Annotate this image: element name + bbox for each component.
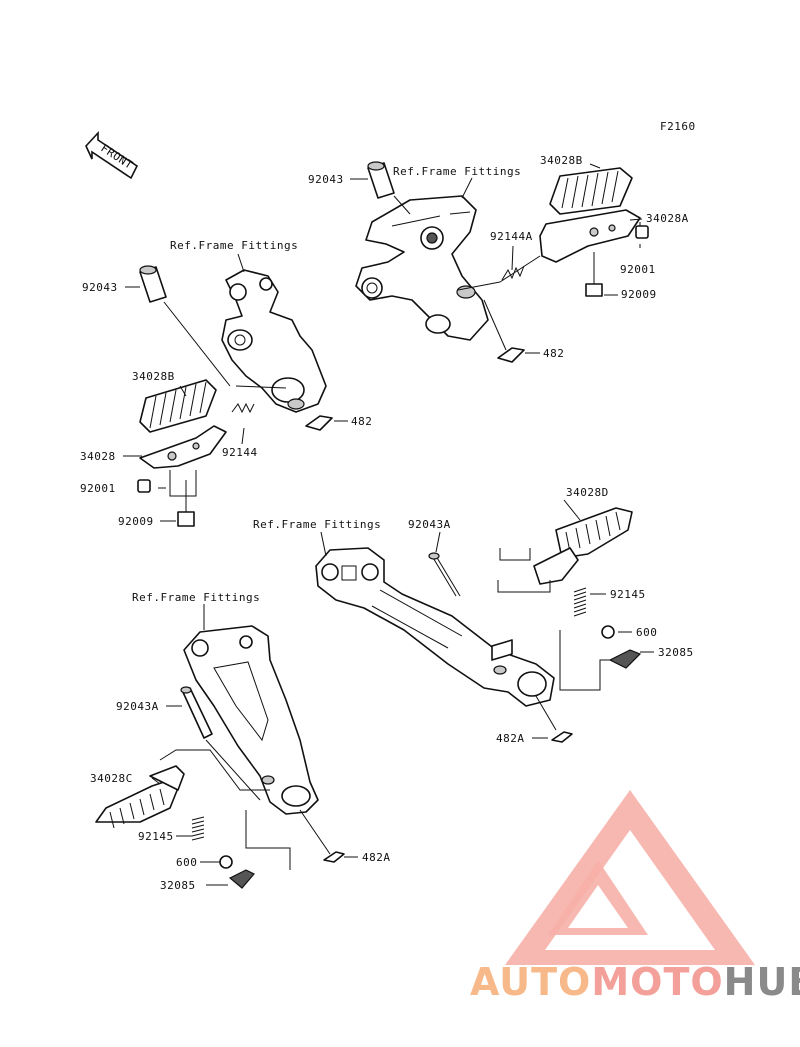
detent-32085-bottom-left — [228, 869, 255, 889]
middle-right-assembly — [315, 499, 654, 743]
bolt-92001-top-left — [137, 479, 151, 493]
bottom-left-assembly — [95, 604, 358, 889]
footpeg-34028D-middle — [533, 507, 633, 585]
part-labels: 92043 Ref.Frame Fittings 34028B 34028A 9… — [80, 154, 694, 892]
label-92009-top-left: 92009 — [118, 515, 154, 528]
svg-text:AUTOMOTOHUB: AUTOMOTOHUB — [470, 960, 800, 1004]
bolt-92001-top-right — [635, 222, 649, 239]
watermark-logo: AUTOMOTOHUB — [470, 790, 800, 1004]
label-92144A-top-right: 92144A — [490, 230, 533, 243]
washer-482-top-left — [305, 415, 333, 431]
pin-92043A-bottom-left — [180, 686, 213, 739]
label-482-top-right: 482 — [543, 347, 564, 360]
pin-92043-top-right — [367, 161, 395, 199]
label-600-bottom-left: 600 — [176, 856, 197, 869]
footpeg-top-left — [139, 379, 227, 469]
label-34028B-top-right: 34028B — [540, 154, 583, 167]
label-92001-top-left: 92001 — [80, 482, 116, 495]
bracket-top-right — [355, 195, 489, 341]
label-92001-top-right: 92001 — [620, 263, 656, 276]
ref-frame-fittings-middle: Ref.Frame Fittings — [253, 518, 381, 531]
label-600-middle: 600 — [636, 626, 657, 639]
washer-482-top-right — [497, 347, 525, 363]
label-32085-middle: 32085 — [658, 646, 694, 659]
label-482A-middle: 482A — [496, 732, 525, 745]
footpeg-top-right — [539, 167, 641, 263]
label-92009-top-right: 92009 — [621, 288, 657, 301]
figure-code: F2160 — [660, 120, 696, 133]
label-34028D-middle: 34028D — [566, 486, 609, 499]
label-92145-bottom-left: 92145 — [138, 830, 174, 843]
spring-92145-bottom-left — [191, 816, 205, 841]
ball-600-bottom-left — [219, 855, 233, 869]
label-92043-top-left: 92043 — [82, 281, 118, 294]
label-482A-bottom-left: 482A — [362, 851, 391, 864]
watermark-moto: MOTO — [591, 960, 723, 1004]
label-482-top-left: 482 — [351, 415, 372, 428]
ref-frame-fittings-bottom-left: Ref.Frame Fittings — [132, 591, 260, 604]
top-right-assembly — [350, 161, 649, 363]
watermark-hub: HUB — [724, 960, 800, 1004]
front-arrow-icon: FRONT — [85, 130, 139, 180]
ref-frame-fittings-top-left: Ref.Frame Fittings — [170, 239, 298, 252]
label-34028A-top-right: 34028A — [646, 212, 689, 225]
washer-482A-bottom-left — [323, 851, 345, 863]
label-92145-middle: 92145 — [610, 588, 646, 601]
bolt-92009-top-left — [177, 480, 195, 527]
pin-92043A-middle — [428, 552, 461, 597]
washer-482A-middle — [551, 731, 573, 743]
label-32085-bottom-left: 32085 — [160, 879, 196, 892]
bracket-bottom-left — [183, 625, 319, 815]
label-92144-top-left: 92144 — [222, 446, 258, 459]
bracket-top-left — [221, 269, 327, 413]
spring-92145-middle — [573, 587, 587, 617]
label-92043-top-right: 92043 — [308, 173, 344, 186]
ball-600-middle — [601, 625, 615, 639]
bracket-middle — [315, 547, 555, 707]
label-34028B-top-left: 34028B — [132, 370, 175, 383]
label-34028C-bottom-left: 34028C — [90, 772, 133, 785]
top-left-assembly — [123, 253, 348, 527]
label-92043A-middle: 92043A — [408, 518, 451, 531]
ref-frame-fittings-top-right: Ref.Frame Fittings — [393, 165, 521, 178]
spring-92144-top-left — [231, 402, 255, 414]
pin-92043-top-left — [139, 265, 167, 303]
detent-32085-middle — [608, 649, 642, 669]
watermark-auto: AUTO — [470, 960, 591, 1004]
bolt-92009-top-right — [585, 252, 603, 297]
label-34028-top-left: 34028 — [80, 450, 116, 463]
label-92043A-bottom-left: 92043A — [116, 700, 159, 713]
footpeg-34028C-bottom-left — [95, 765, 185, 829]
